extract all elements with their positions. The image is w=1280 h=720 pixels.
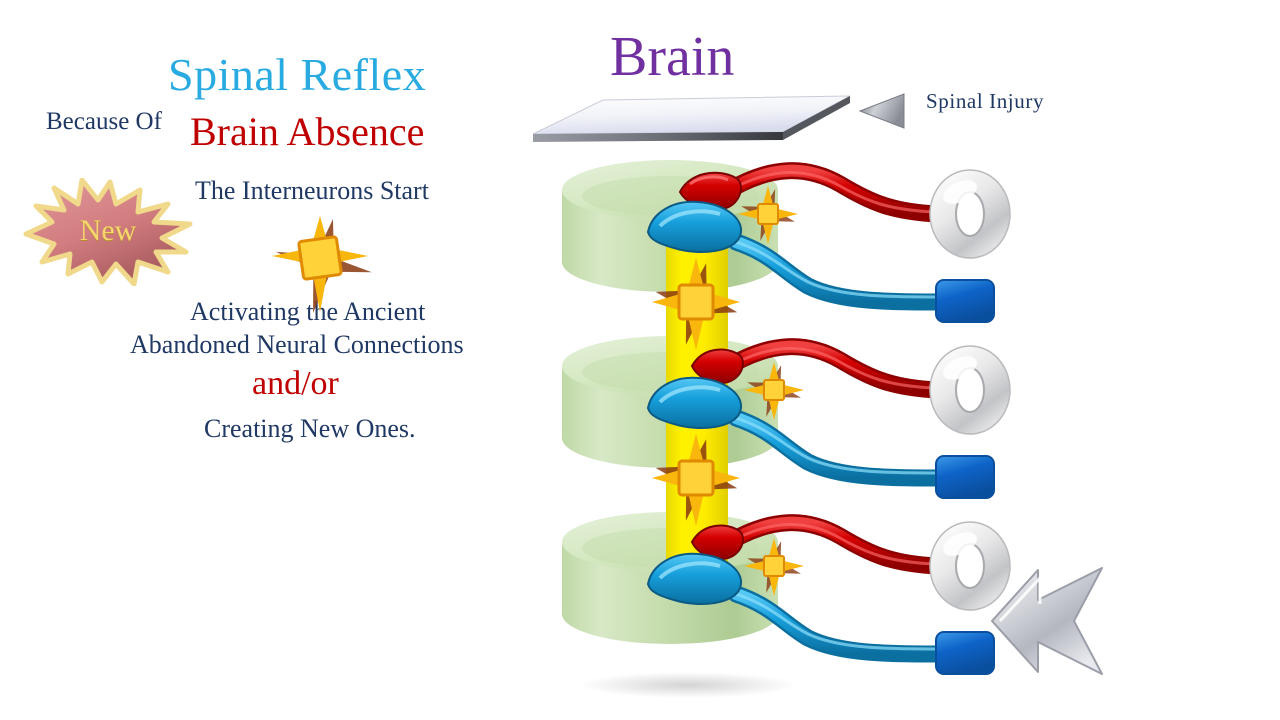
muscle-block-3 bbox=[935, 631, 995, 675]
ventral-root-3 bbox=[646, 552, 743, 605]
line-abandoned-connections: Abandoned Neural Connections bbox=[130, 330, 464, 359]
explosion-star-icon bbox=[23, 177, 193, 287]
synapse-sparks bbox=[652, 186, 804, 596]
headline-spinal-reflex: Spinal Reflex bbox=[168, 49, 427, 100]
line-interneurons-start: The Interneurons Start bbox=[195, 176, 429, 205]
ventral-root-2 bbox=[646, 376, 743, 429]
spark-star-left bbox=[268, 212, 378, 322]
ventral-root-1 bbox=[646, 200, 743, 253]
spark-cord-2 bbox=[652, 434, 740, 526]
new-badge-label: New bbox=[79, 214, 137, 247]
headline-brain-absence: Brain Absence bbox=[190, 109, 425, 154]
brain-label: Brain bbox=[610, 26, 735, 88]
spark-small-2 bbox=[744, 362, 804, 420]
spine-svg bbox=[562, 160, 1011, 675]
sensory-ring-1 bbox=[929, 169, 1011, 259]
floor-shadow bbox=[578, 672, 798, 698]
new-badge: New bbox=[22, 177, 194, 287]
spinal-injury-label: Spinal Injury bbox=[926, 89, 1045, 113]
severed-plate-icon bbox=[532, 95, 851, 142]
sensory-ring-3 bbox=[929, 521, 1011, 611]
four-point-star-icon bbox=[272, 216, 372, 313]
left-chevron-arrow-icon bbox=[991, 567, 1103, 675]
stimulus-pointer bbox=[988, 562, 1106, 680]
muscle-block-1 bbox=[935, 279, 995, 323]
label-because-of: Because Of bbox=[46, 108, 162, 135]
left-triangle-icon bbox=[858, 93, 905, 129]
brain-cut-plane bbox=[525, 90, 855, 150]
line-activating-ancient: Activating the Ancient bbox=[190, 297, 426, 326]
line-creating-new-ones: Creating New Ones. bbox=[204, 414, 416, 443]
nerve-wires bbox=[717, 162, 951, 663]
sensory-ring-2 bbox=[929, 345, 1011, 435]
spark-small-3 bbox=[744, 538, 804, 596]
muscle-blocks bbox=[935, 279, 995, 675]
spinal-cord-diagram bbox=[540, 150, 1060, 710]
line-and-or: and/or bbox=[252, 365, 339, 402]
injury-pointer bbox=[858, 90, 908, 130]
spark-small-1 bbox=[738, 186, 798, 244]
muscle-block-2 bbox=[935, 455, 995, 499]
spark-cord-1 bbox=[652, 258, 740, 350]
nerve-roots bbox=[646, 171, 744, 605]
sensory-organs bbox=[929, 169, 1011, 611]
